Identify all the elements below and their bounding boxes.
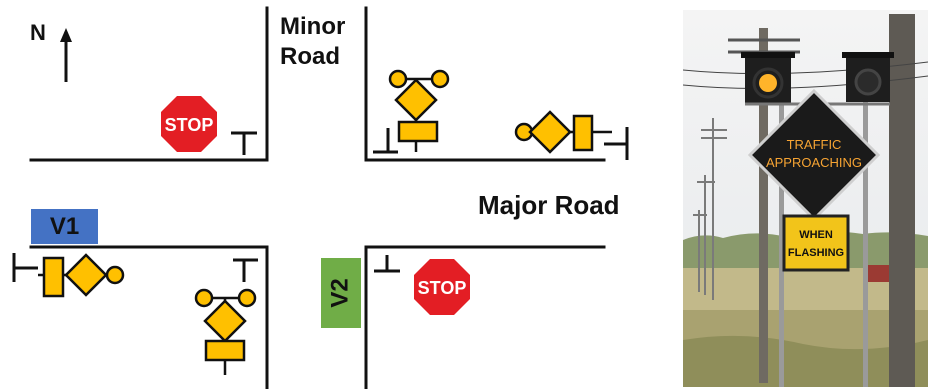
major-road-label: Major Road	[478, 190, 620, 221]
stop-sign-label: STOP	[165, 115, 214, 135]
north-label: N	[30, 20, 46, 46]
stop-sign-northwest: STOP	[158, 93, 220, 155]
north-arrow-icon	[60, 28, 72, 82]
stop-bar-northwest	[231, 133, 257, 155]
vehicle-tag-v2-text: V2	[327, 278, 355, 307]
beacon-left	[741, 52, 795, 104]
road-edge-southeast	[366, 247, 604, 389]
sign-plate-line1: WHEN	[799, 229, 833, 241]
stop-bar-southeast	[374, 255, 400, 271]
beacon-right	[842, 52, 894, 102]
vehicle-tag-v1: V1	[31, 209, 98, 244]
stop-bar-southwest	[233, 260, 258, 282]
stop-sign-southeast: STOP	[411, 256, 473, 318]
stop-sign-label: STOP	[418, 278, 467, 298]
warning-assembly-south	[196, 290, 255, 375]
when-flashing-plate: WHEN FLASHING	[784, 216, 848, 270]
minor-road-label: Minor Road	[280, 12, 345, 72]
field-sign-photo: TRAFFIC APPROACHING WHEN FLASHING	[683, 10, 928, 387]
warning-assembly-east	[516, 112, 612, 152]
minor-road-label-line2: Road	[280, 42, 345, 72]
stop-bar-northeast	[373, 128, 398, 152]
sign-plate-line2: FLASHING	[788, 247, 844, 259]
stop-bar-west	[14, 253, 38, 282]
warning-assembly-north	[390, 71, 448, 152]
warning-assembly-west	[38, 255, 123, 296]
minor-road-label-line1: Minor	[280, 12, 345, 42]
vehicle-tag-v2: V2	[321, 258, 361, 328]
sign-diamond-line1: TRAFFIC	[787, 137, 842, 152]
sign-diamond-line2: APPROACHING	[766, 155, 862, 170]
